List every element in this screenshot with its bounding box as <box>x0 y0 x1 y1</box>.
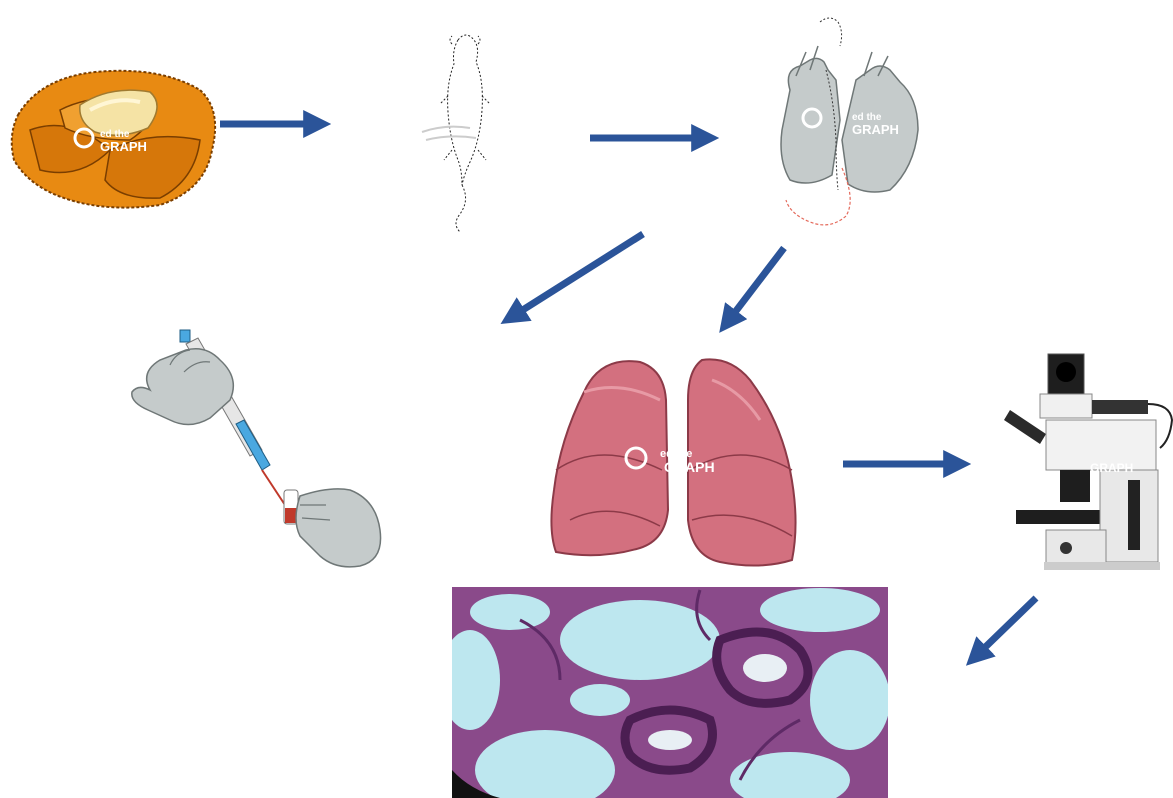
gloved-hands-restraining-mouse-icon: ed the GRAPH <box>781 18 918 225</box>
watermark-line2: GRAPH <box>664 459 715 475</box>
arrow-microscope-to-histology <box>974 598 1036 658</box>
watermark-line2: GRAPH <box>852 122 899 137</box>
food-pellets-icon: ed the GRAPH <box>12 71 215 208</box>
pipette-blood-sample-icon <box>132 330 381 567</box>
histology-micrograph <box>440 587 890 798</box>
microscope-icon: GRAPH <box>1004 354 1172 570</box>
arrow-restraint-to-lungs <box>726 248 784 324</box>
watermark-line2: GRAPH <box>1090 461 1133 475</box>
mouse-icon <box>422 35 490 232</box>
lungs-icon: ed the GRAPH <box>551 359 795 565</box>
watermark-line2: GRAPH <box>100 139 147 154</box>
arrow-mouse-to-blood <box>510 234 643 318</box>
